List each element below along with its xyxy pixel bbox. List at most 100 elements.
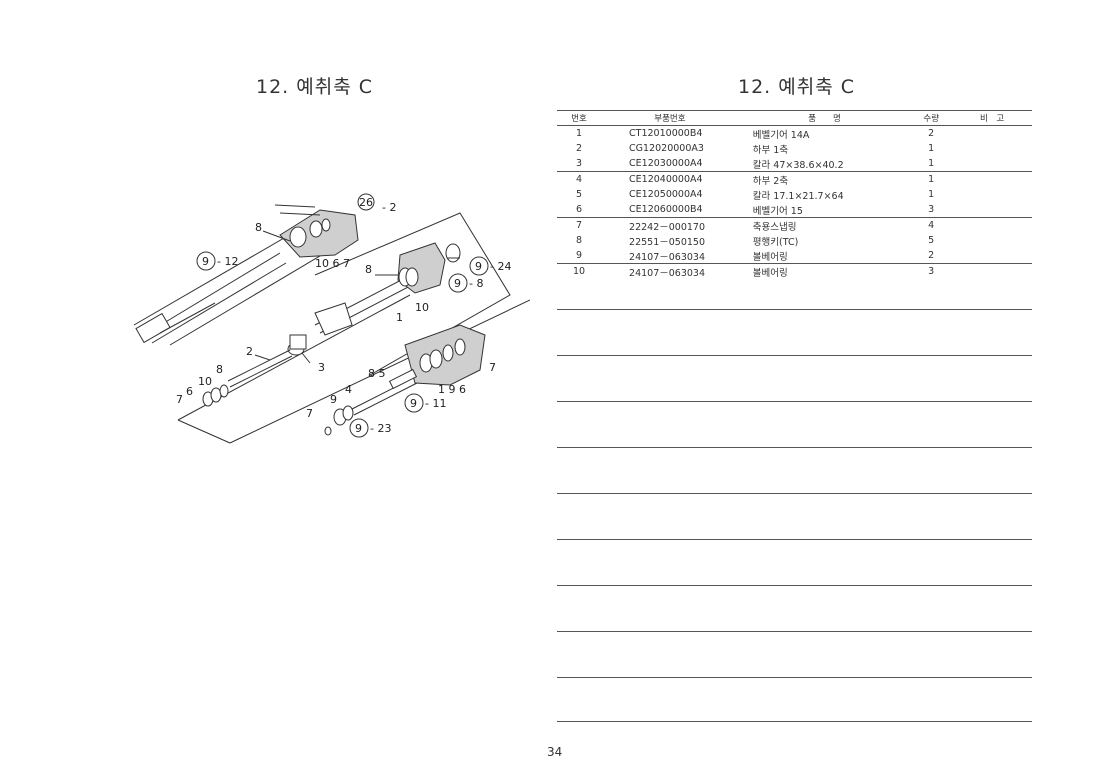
cell-no: 7 [575,220,583,231]
blank-row-rule [557,631,1032,632]
parts-list-table: 번호 부품번호 품 명 수량 비 고 1 CT12010000B4 베벨기어 1… [557,110,1032,279]
label-circle-26: 26 [359,196,373,209]
table-row: 1 CT12010000B4 베벨기어 14A 2 [557,126,1032,142]
table-row: 10 24107－063034 볼베어링 3 [557,264,1032,280]
table-row: 2 CG12020000A3 하부 1축 1 [557,141,1032,156]
cell-no: 3 [557,156,602,172]
blank-row-rule [557,309,1032,310]
cell-quantity: 1 [928,174,935,185]
cell-remark [952,264,1032,280]
cell-quantity: 1 [928,189,935,200]
cell-part-number: 22242－000170 [629,221,706,233]
table-row: 7 22242－000170 축용스냅링 4 [557,218,1032,234]
page-number: 34 [547,745,563,759]
cell-no: 6 [557,202,602,218]
label-10-6-7: 10 6 7 [315,257,350,270]
label-circle-9-c: 9 [454,277,461,290]
header-part-number: 부품번호 [601,110,739,126]
label-11: - 11 [425,397,446,410]
cell-remark [952,248,1032,264]
label-12: - 12 [217,255,238,268]
cell-remark [952,172,1032,188]
label-circle-9-a: 9 [202,255,209,268]
table-row: 3 CE12030000A4 칼라 47×38.6×40.2 1 [557,156,1032,172]
cell-part-name: 평행키(TC) [752,236,799,248]
exploded-parts-diagram: - 2 26 8 10 6 7 9 - 12 8 9 - 24 9 - 8 10… [133,193,530,444]
blank-row-rule [557,401,1032,402]
cell-quantity: 3 [910,202,953,218]
blank-row-rule [557,447,1032,448]
cell-no: 4 [575,174,583,185]
cell-part-name: 볼베어링 [752,267,788,279]
cell-remark [952,187,1032,202]
header-quantity: 수량 [910,110,953,126]
cell-quantity: 5 [928,235,935,246]
label-10-lower-left: 10 [198,375,212,388]
label-8-lower-left: 8 [216,363,223,376]
right-page-title: 12. 예취축 C [738,76,856,98]
blank-row-rule [557,677,1032,678]
label-4: 4 [345,383,352,396]
cell-quantity: 3 [928,266,935,277]
cell-part-number: 22551－050150 [629,236,706,248]
table-row: 6 CE12060000B4 베벨기어 15 3 [557,202,1032,218]
cell-part-name: 베벨기어 15 [738,202,911,218]
label-7-right: 7 [489,361,496,374]
header-part-name: 품 명 [738,110,911,126]
cell-part-name: 하부 2축 [752,175,789,187]
cell-part-number: CT12010000B4 [629,128,703,139]
label-7-bottom: 7 [306,407,313,420]
table-row: 5 CE12050000A4 칼라 17.1×21.7×64 1 [557,187,1032,202]
cell-part-number: 24107－063034 [601,248,739,264]
cell-no: 8 [575,235,583,246]
label-8-right: - 8 [469,277,483,290]
cell-part-name: 칼라 17.1×21.7×64 [752,190,844,202]
label-circle-9-d: 9 [410,397,417,410]
cell-quantity: 2 [928,128,935,139]
cell-no: 2 [575,143,583,154]
cell-quantity: 1 [928,143,935,154]
label-1-middle: 1 [396,311,403,324]
label-7-lower-left: 7 [176,393,183,406]
cell-part-number: CG12020000A3 [629,143,704,154]
cell-part-name: 볼베어링 [738,248,911,264]
cell-remark [952,141,1032,156]
cell-part-number: 24107－063034 [629,267,706,279]
cell-quantity: 1 [910,156,953,172]
blank-row-rule [557,721,1032,722]
label-1-9-6: 1 9 6 [438,383,466,396]
header-remarks: 비 고 [952,110,1032,126]
cell-quantity: 2 [910,248,953,264]
cell-no: 9 [557,248,602,264]
blank-row-rule [557,585,1032,586]
cell-part-name: 하부 1축 [752,144,789,156]
cell-part-name: 베벨기어 14A [752,129,810,141]
cell-remark [952,126,1032,142]
cell-no: 1 [575,128,583,139]
label-8-middle: 8 [365,263,372,276]
label-26-2: - 2 [382,201,396,214]
label-6-lower-left: 6 [186,385,193,398]
cell-remark [952,202,1032,218]
left-page-title: 12. 예취축 C [256,76,374,98]
blank-row-rule [557,539,1032,540]
cell-part-number: CE12030000A4 [601,156,739,172]
cell-part-number: CE12060000B4 [601,202,739,218]
table-row: 8 22551－050150 평행키(TC) 5 [557,233,1032,248]
cell-quantity: 4 [928,220,935,231]
label-8-upper: 8 [255,221,262,234]
cell-part-number: CE12050000A4 [629,189,703,200]
cell-no: 10 [572,266,586,277]
blank-row-rule [557,355,1032,356]
cell-part-number: CE12040000A4 [629,174,703,185]
table-header-row: 번호 부품번호 품 명 수량 비 고 [557,110,1032,126]
label-circle-9-b: 9 [475,260,482,273]
cell-remark [952,156,1032,172]
header-no: 번호 [557,110,602,126]
blank-row-rule [557,493,1032,494]
label-23: - 23 [370,422,391,435]
cell-remark [952,233,1032,248]
cell-remark [952,218,1032,234]
label-24: - 24 [490,260,511,273]
label-10-middle: 10 [415,301,429,314]
